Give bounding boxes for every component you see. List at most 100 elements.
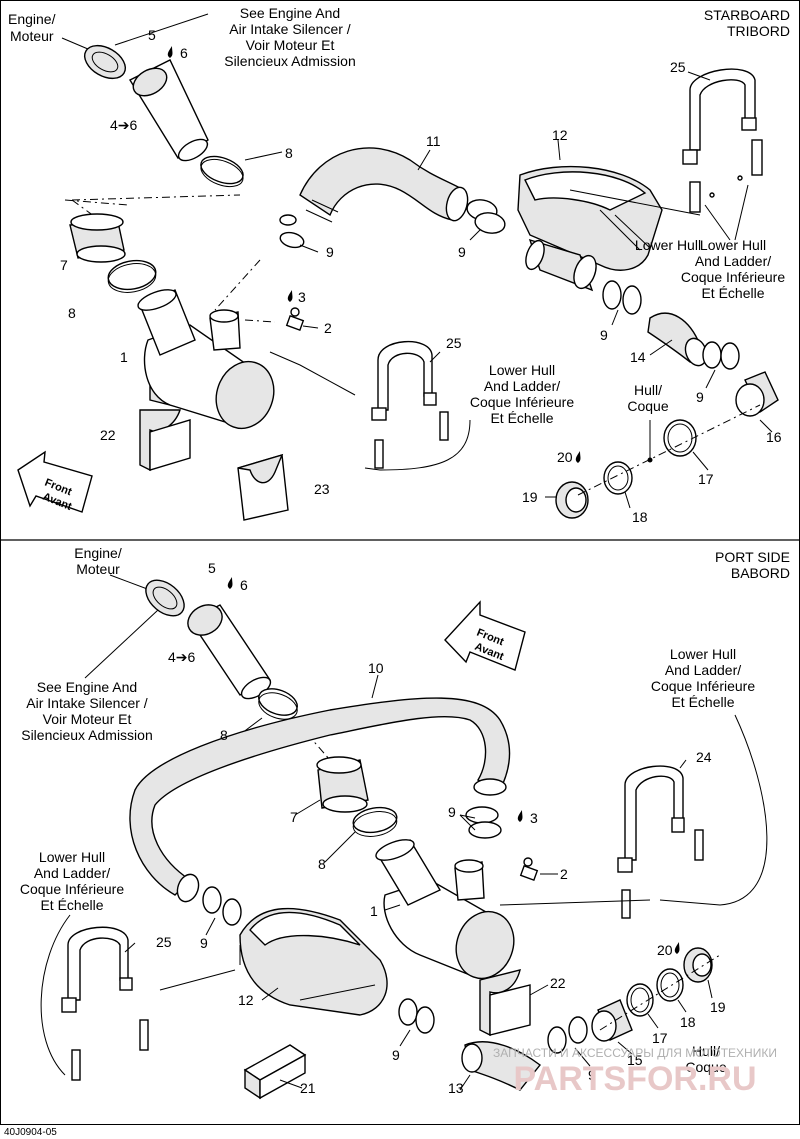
port-strap-24 [617, 765, 704, 919]
port-callout-8-top: 8 [220, 727, 228, 743]
resonator-outlet [525, 238, 597, 292]
port-muffler-1 [375, 839, 515, 980]
callout-12: 12 [552, 127, 568, 143]
hull-label-line2: Coque [627, 398, 668, 414]
port-clamp-9-b [202, 886, 242, 926]
port-callout-5: 5 [208, 560, 216, 576]
hose-14 [647, 312, 708, 367]
pipe-10 [129, 697, 511, 903]
callout-9-b: 9 [600, 327, 608, 343]
port-callout-19: 19 [710, 999, 726, 1015]
fitting-19 [555, 481, 589, 519]
hull-label-line1: Hull/ [634, 382, 662, 398]
port-lower-hull-left-line3: Coque Inférieure [20, 881, 125, 897]
clamp-9-b [602, 280, 642, 315]
starboard-section: STARBOARD TRIBORD Engine/ Moteur See Eng… [8, 5, 790, 525]
gasket-17 [663, 419, 697, 457]
port-callout-3: 3 [530, 810, 538, 826]
port-see-engine-line1: See Engine And [37, 679, 137, 695]
lower-hull-mid-line1: Lower Hull [489, 362, 555, 378]
callout-1: 1 [120, 349, 128, 365]
clamp-9-small [279, 214, 305, 249]
support-22 [139, 409, 191, 472]
port-clamp-9-a [465, 806, 502, 839]
coupler-7 [69, 213, 126, 263]
port-drop-icon-6 [227, 577, 233, 589]
engine-label-line2: Moteur [10, 28, 54, 44]
see-engine-label-line4: Silencieux Admission [224, 53, 356, 69]
sensor-2 [285, 307, 305, 331]
port-clamp-9-d [547, 1016, 588, 1054]
muffler-1 [137, 289, 275, 430]
port-hull-label-line2: Coque [685, 1059, 726, 1075]
port-clamp-8-mid [352, 806, 398, 837]
callout-8-mid: 8 [68, 305, 76, 321]
port-callout-18: 18 [680, 1014, 696, 1030]
port-see-engine-line4: Silencieux Admission [21, 727, 153, 743]
port-callout-13: 13 [448, 1080, 464, 1096]
callout-7: 7 [60, 257, 68, 273]
callout-17: 17 [698, 471, 714, 487]
callout-16: 16 [766, 429, 782, 445]
port-callout-9-a: 9 [448, 804, 456, 820]
port-callout-21: 21 [300, 1080, 316, 1096]
callout-2: 2 [324, 320, 332, 336]
port-callout-9-d: 9 [588, 1067, 596, 1083]
port-engine-label-line1: Engine/ [74, 545, 122, 561]
port-callout-10: 10 [368, 660, 384, 676]
port-clamp-9-c [398, 998, 435, 1034]
port-lower-hull-right-line1: Lower Hull [670, 646, 736, 662]
port-callout-4-6: 4➔6 [168, 649, 196, 665]
port-callout-22: 22 [550, 975, 566, 991]
callout-11: 11 [426, 133, 441, 149]
callout-9-a: 9 [458, 244, 466, 260]
port-resonator-12 [239, 907, 388, 1016]
starboard-title-line1: STARBOARD [704, 7, 790, 23]
port-coupler-7 [316, 756, 369, 813]
port-callout-1: 1 [370, 903, 378, 919]
callout-8-top: 8 [285, 145, 293, 161]
port-strap-25 [61, 926, 149, 1081]
callout-22: 22 [100, 427, 116, 443]
pipe-11 [299, 147, 469, 223]
port-title-line2: BABORD [731, 565, 790, 581]
gasket-18 [603, 461, 633, 495]
lower-hull-r-line4: Et Échelle [701, 285, 764, 301]
watermark: ЗАПЧАСТИ И АКСЕССУАРЫ ДЛЯ МОТОТЕХНИКИ PA… [493, 1046, 777, 1098]
port-callout-9-c: 9 [392, 1047, 400, 1063]
watermark-line2: PARTSFOR.RU [513, 1060, 756, 1098]
port-hull-label-line1: Hull/ [692, 1043, 720, 1059]
callout-3: 3 [298, 289, 306, 305]
port-callout-17: 17 [652, 1030, 668, 1046]
lower-hull-mid-line2: And Ladder/ [484, 378, 560, 394]
callout-23: 23 [314, 481, 330, 497]
port-lower-hull-right-line3: Coque Inférieure [651, 678, 756, 694]
see-engine-label-line3: Voir Moteur Et [246, 37, 335, 53]
port-engine-coupling [145, 579, 185, 617]
port-drop-icon-3 [517, 810, 523, 822]
callout-9-c: 9 [696, 389, 704, 405]
port-lower-hull-right-line4: Et Échelle [671, 694, 734, 710]
figure-code: 40J0904-05 [4, 1127, 57, 1138]
engine-coupling-clamp [84, 44, 126, 80]
port-see-engine-line2: Air Intake Silencer / [26, 695, 147, 711]
hose-4 [129, 59, 209, 162]
port-callout-24: 24 [696, 749, 712, 765]
starboard-title-line2: TRIBORD [727, 23, 790, 39]
clamp-9-a [466, 199, 506, 234]
port-callout-9-b: 9 [200, 935, 208, 951]
port-callout-2: 2 [560, 866, 568, 882]
port-hose-13 [461, 1041, 541, 1091]
callout-9-small: 9 [326, 244, 334, 260]
lower-hull-mid-line4: Et Échelle [490, 410, 553, 426]
port-callout-20: 20 [657, 942, 673, 958]
port-callout-7: 7 [290, 809, 298, 825]
support-23 [237, 453, 289, 521]
port-lower-hull-left-line4: Et Échelle [40, 897, 103, 913]
callout-25-top: 25 [670, 59, 686, 75]
callout-6: 6 [180, 45, 188, 61]
callout-25-mid: 25 [446, 335, 462, 351]
port-gasket-17 [626, 983, 654, 1017]
port-lower-hull-right-line2: And Ladder/ [665, 662, 741, 678]
